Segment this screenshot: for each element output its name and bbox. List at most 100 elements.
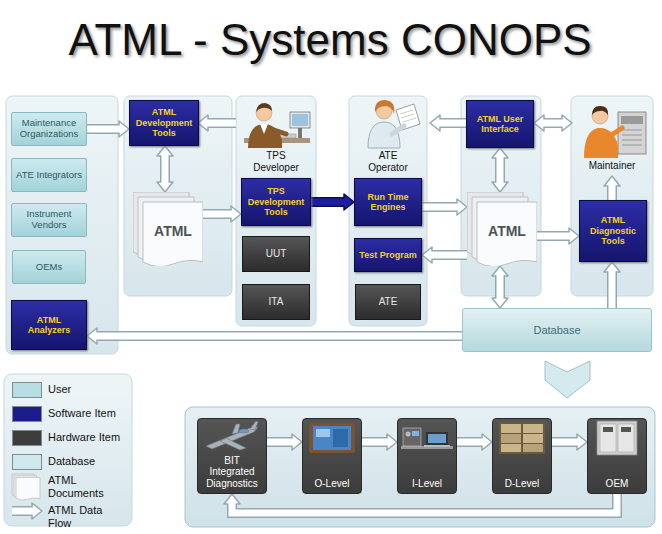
software-box: Test Program [354,238,422,272]
box-label: ATML Development Tools [133,107,195,138]
box-label: ITA [269,296,284,308]
test-bench-picture [412,431,419,436]
legend-swatch [12,406,42,422]
panel [349,96,427,326]
rack-picture [501,434,521,443]
figure-label: ATE Operator [363,150,413,173]
test-bench-picture [428,434,446,443]
user-box: Maintenance Organizations [11,112,87,146]
test-bench-picture [406,432,411,437]
document-stack: ATML [133,192,203,266]
title: ATML - Systems CONOPS [40,14,620,67]
legend-swatch [12,382,42,398]
tps-developer-figure [244,103,310,148]
figure-label: TPS Developer [244,150,308,173]
data-flow-arrow [604,262,620,308]
tps-developer-figure [256,105,272,121]
data-flow-arrow [267,434,302,450]
arrow-shaft [422,204,459,211]
panel [6,96,118,354]
jet-picture [206,427,258,449]
jet-picture [206,421,258,450]
legend-document-icon [12,474,40,500]
tablet-picture [313,426,351,450]
test-bench-picture [426,432,448,445]
legend-arrow-icon [12,508,34,515]
maintainer-figure [618,112,646,154]
box-label: UUT [266,248,287,260]
cabinet-picture [597,421,637,455]
tps-developer-figure [260,124,268,134]
box-label: ATML [488,223,526,239]
legend-text: ATML Data Flow [48,504,128,530]
figure-arrow [207,120,237,127]
arrow-shaft [311,199,346,206]
rack-picture [501,424,521,433]
hardware-box: UUT [242,236,310,272]
figure-arrow [439,120,467,127]
legend-document-icon [16,478,40,501]
legend-arrow-icon [12,503,42,519]
maintainer-figure [592,108,608,124]
tps-developer-figure [248,124,282,148]
box-label: OEM [606,478,629,490]
box-label: O-Level [314,478,349,490]
data-flow-arrow [492,148,508,192]
data-flow-arrow [457,434,492,450]
rack-picture [499,422,545,454]
panel [6,96,653,354]
box-label: TPS Development Tools [245,186,307,217]
tablet-picture [309,423,355,453]
data-flow-arrow [203,206,241,222]
arrow-shaft [457,439,484,446]
hardware-box: ITA [242,284,310,320]
tablet-picture [316,429,330,437]
tps-developer-figure [244,138,310,143]
box-label: Test Program [359,250,416,260]
box-label: Maintenance Organizations [15,118,83,140]
maintenance-level-box: BIT Integrated Diagnostics [197,418,267,494]
cabinet-picture [621,427,631,432]
arrow-shaft [162,155,169,184]
figure-arrow [543,120,564,127]
box-label: Instrument Vendors [15,209,83,231]
box-label: ATE Integrators [16,170,82,181]
legend-text: Software Item [48,407,128,420]
arrow-shaft [609,271,616,309]
legend-swatch [12,454,42,470]
figure-arrow [609,185,616,201]
box-label: ATML Diagnostic Tools [583,215,643,246]
legend-text: Database [48,455,128,468]
data-flow-arrow [87,121,129,137]
arrow-shaft [552,439,579,446]
arrow-shaft [96,333,463,340]
tps-developer-figure [292,114,308,126]
data-flow-arrow [422,199,467,215]
legend-text: ATML Documents [48,474,128,500]
arrow-shaft [232,494,617,513]
box-label: OEMs [36,262,62,273]
arrow-shaft [362,439,389,446]
maintainer-figure [584,106,646,158]
maintenance-level-box: D-Level [492,418,552,494]
test-bench-picture [424,445,450,447]
arrow-shaft [497,275,504,300]
document-page [143,202,203,266]
cabinet-picture [603,427,613,432]
box-label: Database [533,324,580,337]
ate-operator-figure [368,100,420,148]
cabinet-picture [600,424,616,452]
rack-picture [523,444,543,452]
rack-picture [501,444,521,452]
test-bench-picture [403,428,421,446]
data-flow-arrow [311,194,354,210]
maintainer-figure [592,106,608,115]
box-label: D-Level [505,478,539,490]
user-box: ATE Integrators [11,158,87,192]
jet-picture [220,438,246,450]
arrow-shaft [537,233,571,240]
arrow-shaft [267,439,294,446]
tablet-picture [333,429,348,447]
box-label: I-Level [412,478,442,490]
